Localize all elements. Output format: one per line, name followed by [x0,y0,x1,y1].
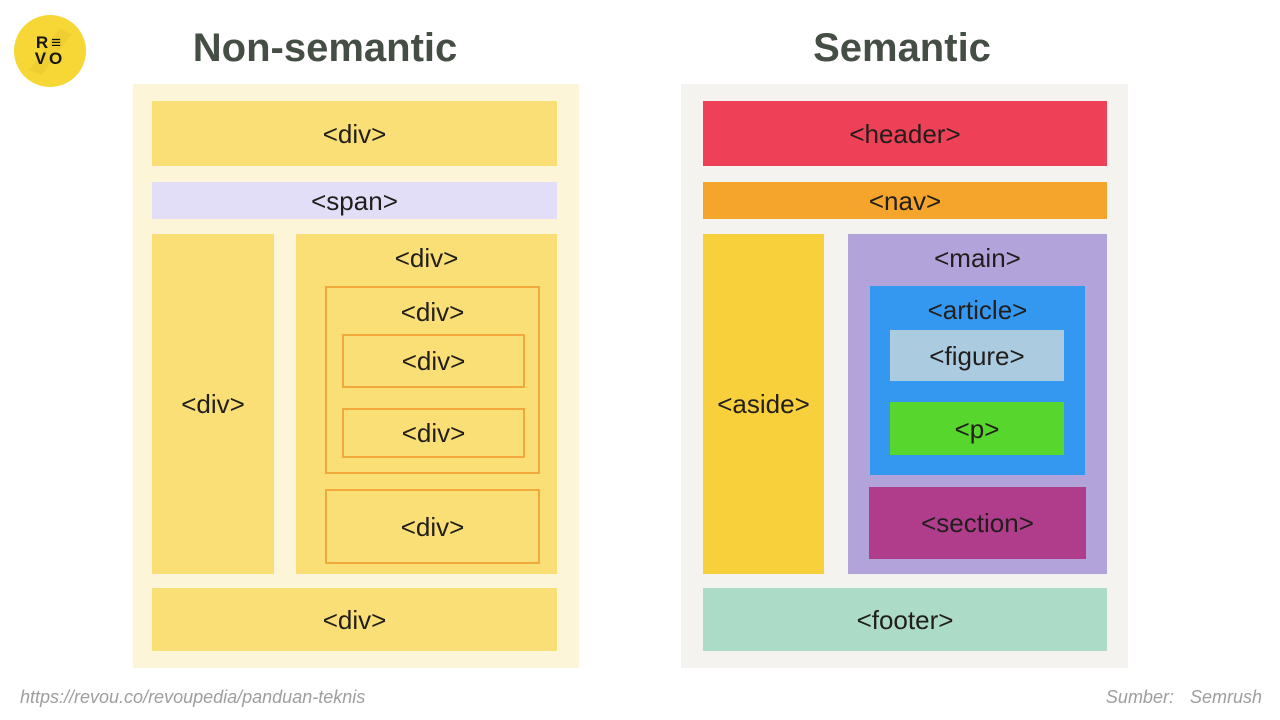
main-tag-label: <main> [934,243,1021,273]
non-semantic-title: Non-semantic [192,26,458,70]
section-block: <section> [869,487,1086,559]
header-block: <header> [703,101,1107,166]
div-tag-label: <div> [401,346,466,376]
div-block-nested-inner-1: <div> [342,334,525,388]
div-block-content: <div> <div> <div> <div> <div> [296,234,557,574]
div-block-nested-outer: <div> <div> <div> [325,286,540,474]
div-block-bottom: <div> [152,588,557,651]
semantic-diagram: <header> <nav> <aside> <main> <article> … [681,84,1128,668]
div-block-nested-inner-2: <div> [342,408,525,458]
article-block: <article> <figure> <p> [870,286,1085,475]
credit-label: Sumber: [1105,687,1174,707]
footer-block: <footer> [703,588,1107,651]
figure-block: <figure> [890,330,1064,381]
div-block-sidebar: <div> [152,234,274,574]
div-tag-label: <div> [181,389,245,419]
main-block: <main> <article> <figure> <p> <section> [848,234,1107,574]
div-tag-label: <div> [400,297,465,327]
footer-tag-label: <footer> [856,604,954,635]
logo-text-top: R≡ [35,33,65,52]
aside-tag-label: <aside> [717,389,810,419]
nav-block: <nav> [703,182,1107,219]
semantic-title: Semantic [813,26,991,70]
span-block: <span> [152,182,557,219]
aside-block: <aside> [703,234,824,574]
div-tag-label: <div> [322,118,387,149]
nav-tag-label: <nav> [868,185,942,216]
source-url: https://revou.co/revoupedia/panduan-tekn… [20,687,366,707]
logo-text-bottom: VO [34,49,66,68]
section-tag-label: <section> [921,508,1034,538]
p-block: <p> [890,402,1064,455]
credit-text: Sumber: Semrush [1106,687,1262,708]
div-block-nested-lower: <div> [325,489,540,564]
article-tag-label: <article> [927,295,1028,325]
revou-logo: R≡ VO [14,15,86,87]
div-tag-label: <div> [394,243,459,273]
div-tag-label: <div> [401,418,466,448]
figure-tag-label: <figure> [929,340,1025,371]
p-tag-label: <p> [954,413,1000,444]
div-tag-label: <div> [322,604,387,635]
div-tag-label: <div> [400,511,465,542]
credit-value: Semrush [1189,687,1262,707]
header-tag-label: <header> [849,118,961,149]
non-semantic-diagram: <div> <span> <div> <div> <div> <div> <di… [133,84,579,668]
div-block-top: <div> [152,101,557,166]
span-tag-label: <span> [311,185,398,216]
